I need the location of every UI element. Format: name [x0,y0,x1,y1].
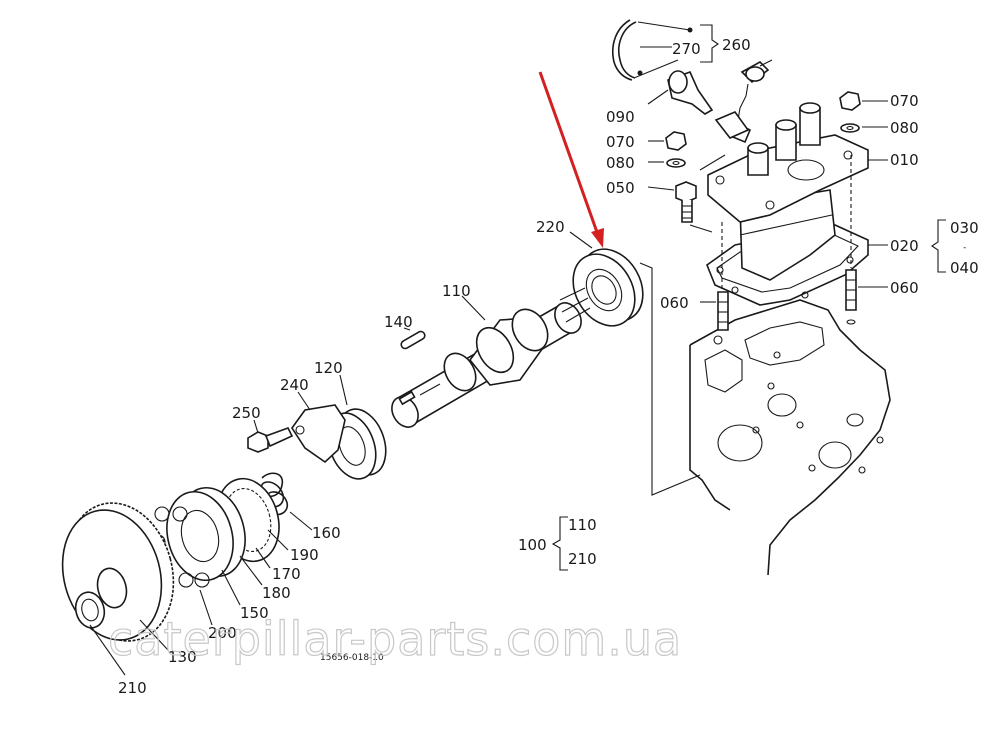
label-200: 200 [208,624,237,642]
label-160: 160 [312,524,341,542]
label-110: 110 [442,282,471,300]
label-040: 040 [950,259,979,277]
camshaft [391,287,591,428]
label-180: 180 [262,584,291,602]
return-pipe [612,19,773,139]
label-100-110: 110 [568,516,597,534]
bolt-050 [675,181,697,223]
gear-210 [61,502,175,642]
nut-washer-right [839,91,861,133]
label-260: 260 [722,36,751,54]
label-250: 250 [232,404,261,422]
label-020: 020 [890,237,919,255]
ball-bearing [572,248,644,327]
nut-washer-left [665,131,687,168]
label-060-right: 060 [890,279,919,297]
label-120: 120 [314,359,343,377]
label-010: 010 [890,151,919,169]
label-240: 240 [280,376,309,394]
svg-text:-: - [963,243,966,253]
leader-lines [89,24,946,676]
label-030: 030 [950,219,979,237]
bolt-250 [247,427,294,453]
label-080-right: 080 [890,119,919,137]
governor-sleeve [166,486,246,582]
label-190: 190 [290,546,319,564]
label-270: 270 [672,40,701,58]
label-070-left: 070 [606,133,635,151]
label-100-210: 210 [568,550,597,568]
label-150: 150 [240,604,269,622]
label-220: 220 [536,218,565,236]
label-210: 210 [118,679,147,697]
label-100: 100 [518,536,547,554]
governor-spring [260,472,289,516]
label-050: 050 [606,179,635,197]
label-130: 130 [168,648,197,666]
key-pin [400,330,426,350]
label-090: 090 [606,108,635,126]
red-arrow [538,71,604,248]
stud-bolts [717,269,857,331]
label-170: 170 [272,565,301,583]
watermark: caterpillar-parts.com.ua [108,612,682,666]
label-070-right: 070 [890,92,919,110]
callout-labels: 260 270 090 070 080 050 070 080 010 020 … [118,36,979,697]
label-140: 140 [384,313,413,331]
engine-block [689,299,891,576]
label-080-left: 080 [606,154,635,172]
drawing-number: 15656-018-10 [320,653,384,663]
label-060-left: 060 [660,294,689,312]
